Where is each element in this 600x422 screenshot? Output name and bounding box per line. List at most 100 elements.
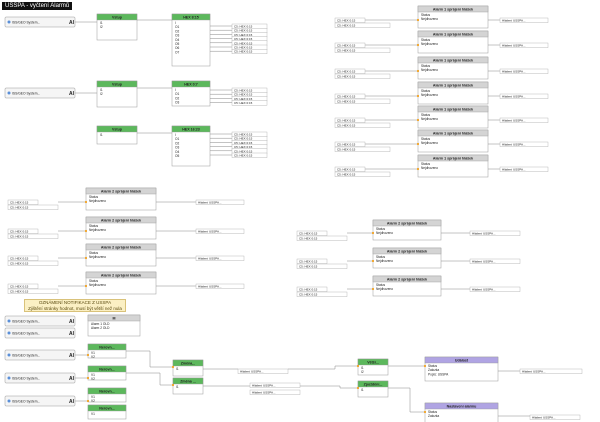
alarm1-output-tag[interactable] xyxy=(499,17,549,23)
alarm2-input-tag[interactable] xyxy=(7,228,39,234)
port-dot xyxy=(171,383,175,387)
alarm1-hex-tag[interactable] xyxy=(334,47,391,53)
hex1623-1-title: HEX 16:23 xyxy=(182,128,200,132)
alarm1-input-tag[interactable] xyxy=(334,68,366,74)
alarm1-hex-tag[interactable] xyxy=(334,22,391,28)
neroven-4[interactable]: Nerovn...V1 xyxy=(87,404,127,420)
alarm1-input-tag[interactable] xyxy=(334,166,366,172)
zmena-output-tag[interactable] xyxy=(237,368,289,374)
alarm1-block-port-label: Status xyxy=(421,13,430,17)
alarm1-hex-tag[interactable] xyxy=(334,73,391,79)
alarm2-hex-tag[interactable] xyxy=(7,233,59,239)
alarm2-output-tag[interactable] xyxy=(469,230,521,236)
alarm1-input-tag[interactable] xyxy=(334,93,366,99)
alarm1-input-tag-text: C5: HEX 0:15 xyxy=(337,119,356,123)
alarm2-output-tag[interactable] xyxy=(195,228,245,234)
alarm1-input-tag[interactable] xyxy=(334,141,366,147)
alarm1-hex-tag[interactable] xyxy=(334,98,391,104)
alarm2-input-tag[interactable] xyxy=(296,258,328,264)
zmena-1[interactable]: Změna...I1 xyxy=(172,359,204,377)
alarm1-hex-tag[interactable] xyxy=(334,146,391,152)
source-1[interactable]: ISS/GEO System...AI xyxy=(4,16,76,28)
source-2[interactable]: ISS/GEO System...AI xyxy=(4,87,76,99)
udalost-output-tag[interactable] xyxy=(519,368,583,374)
alarm2-hex-tag[interactable] xyxy=(296,291,348,297)
alarm1-output-tag[interactable] xyxy=(499,141,549,147)
alarm2-block-right-header xyxy=(372,275,442,283)
alarm1-output-tag[interactable] xyxy=(499,117,549,123)
alarm2-input-tag[interactable] xyxy=(296,286,328,292)
alarm2-hex-tag[interactable] xyxy=(7,260,59,266)
zmena-output-tag-3[interactable] xyxy=(249,389,301,395)
source-7[interactable]: ISS/GEO System...AI xyxy=(4,395,76,407)
alarm2-output-tag[interactable] xyxy=(195,199,245,205)
nastaveni-output-tag[interactable] xyxy=(529,414,581,420)
alarm2-input-tag[interactable] xyxy=(7,283,39,289)
alarm2-input-tag[interactable] xyxy=(7,199,39,205)
alarm2-input-tag[interactable] xyxy=(7,255,39,261)
alarm1-input-tag[interactable] xyxy=(334,117,366,123)
zmena-2[interactable]: Změna ...I1 xyxy=(172,377,204,395)
alarm1-hex-tag[interactable] xyxy=(334,171,391,177)
alarm1-input-tag[interactable] xyxy=(334,17,366,23)
source-3[interactable]: ISS/GEO System...AI xyxy=(4,315,76,327)
source-5[interactable]: ISS/GEO System...AI xyxy=(4,349,76,361)
hex-output-tag[interactable] xyxy=(231,152,268,158)
hex815-1-port-label: O1 xyxy=(175,25,179,29)
alarm1-output-tag[interactable] xyxy=(499,93,549,99)
source-4[interactable]: ISS/GEO System...AI xyxy=(4,327,76,339)
alarm2-hex-tag[interactable] xyxy=(7,204,59,210)
zmena-output-tag-2[interactable] xyxy=(249,382,301,388)
hex-output-tag[interactable] xyxy=(231,100,268,106)
hex-output-tag-text: C5: HEX 0:15 xyxy=(234,41,253,45)
alarm1-hex-tag[interactable] xyxy=(334,122,391,128)
alarm1-output-tag[interactable] xyxy=(499,42,549,48)
alarm2-output-tag[interactable] xyxy=(469,258,521,264)
source-6[interactable]: ISS/GEO System...AI xyxy=(4,372,76,384)
alarm2-output-tag[interactable] xyxy=(469,286,521,292)
alarm2-hex-tag[interactable] xyxy=(296,263,348,269)
hex-output-tag-text: C5: HEX 0:15 xyxy=(234,154,253,158)
alarm2-output-tag[interactable] xyxy=(195,283,245,289)
alarm1-input-tag[interactable] xyxy=(334,42,366,48)
zpozdeni-1[interactable]: Zpoždění...I1 xyxy=(357,380,389,398)
source-1-label: ISS/GEO System... xyxy=(12,21,40,25)
alarm2-hex-tag[interactable] xyxy=(296,235,348,241)
alarm1-hex-tag-text: C5: HEX 0:15 xyxy=(337,148,356,152)
alarm2-hex-tag[interactable] xyxy=(7,288,59,294)
alarm2-output-tag[interactable] xyxy=(195,255,245,261)
alarm1-output-tag[interactable] xyxy=(499,166,549,172)
alarm1-output-tag[interactable] xyxy=(499,68,549,74)
alarm2-input-tag[interactable] xyxy=(296,230,328,236)
hex-output-tag[interactable] xyxy=(231,49,268,55)
